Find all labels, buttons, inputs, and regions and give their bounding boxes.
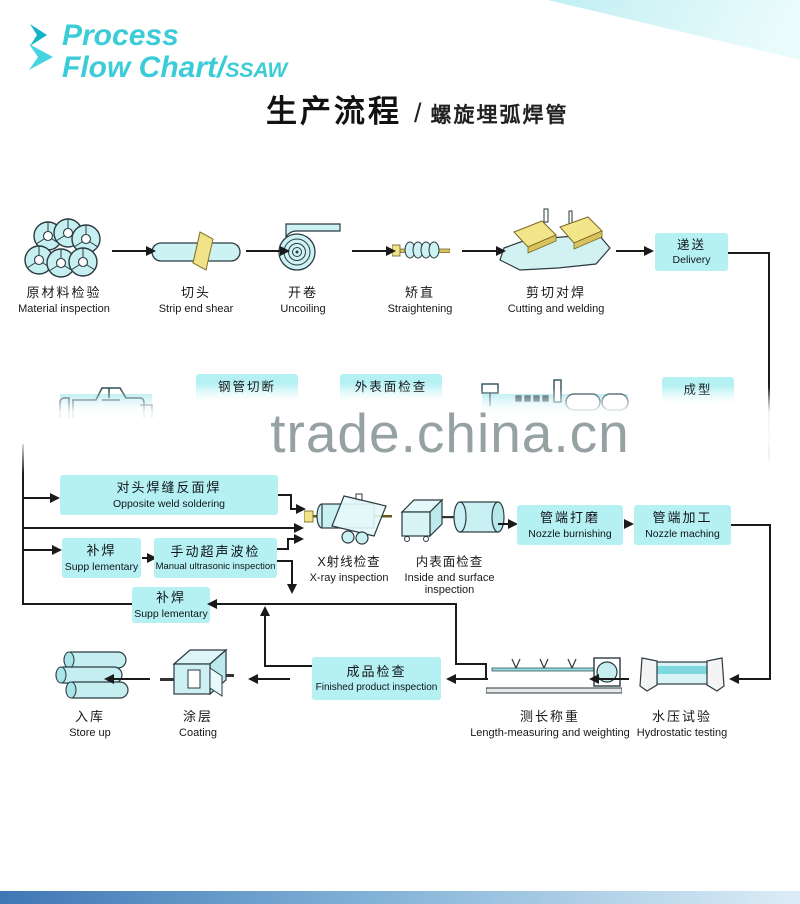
arrowhead-left [446, 674, 456, 684]
delivery-box: 递送 Delivery [655, 233, 728, 271]
arrowhead-right [496, 246, 506, 256]
station-label-xray: X射线检查 X-ray inspection [309, 555, 389, 584]
brand-title: Process Flow Chart/SSAW [62, 20, 287, 83]
rework-up-line [265, 665, 312, 667]
arrowhead-right [147, 553, 157, 563]
connector [142, 557, 149, 559]
arrowhead-left [248, 674, 258, 684]
page-subtitle-cn: 螺旋埋弧焊管 [430, 104, 569, 127]
main-line-to-xray [24, 527, 296, 529]
connector [290, 494, 292, 510]
arrowhead-left [729, 674, 739, 684]
arrowhead-right [294, 534, 304, 544]
inside-surface-machine-icon [396, 490, 506, 546]
rework-line [455, 603, 457, 665]
branch-to-supplementary [24, 549, 54, 551]
brand-suffix: SSAW [225, 58, 288, 82]
flow-arrow [462, 250, 496, 252]
rework-return-line [22, 603, 132, 605]
corner-wedge-decoration [547, 0, 800, 60]
finished-product-inspection-box: 成品检查 Finished product inspection [312, 657, 441, 700]
arrowhead-right [644, 246, 654, 256]
arrowhead-right [624, 519, 634, 529]
connector-right-drop [731, 524, 771, 526]
connector [287, 538, 296, 540]
white-fade-band [0, 388, 800, 474]
bottom-bar-decoration [0, 891, 800, 904]
arrowhead-right [146, 246, 156, 256]
left-trunk-line [22, 444, 24, 605]
connector-delivery-down [768, 252, 770, 464]
straightening-icon [392, 236, 450, 266]
coils-icon [22, 218, 110, 282]
page-title-cn: 生产流程 [266, 94, 402, 129]
flow-arrow [256, 678, 290, 680]
page-title: 生产流程 / 螺旋埋弧焊管 [266, 86, 569, 131]
flow-arrow [246, 250, 280, 252]
coating-machine-icon [160, 644, 234, 706]
connector [291, 560, 293, 586]
arrowhead-right [296, 504, 306, 514]
connector [277, 560, 293, 562]
rework-line [216, 603, 457, 605]
arrowhead-right [280, 246, 290, 256]
connector [290, 508, 298, 510]
arrowhead-right [508, 519, 518, 529]
arrowhead-right [386, 246, 396, 256]
arrowhead-left [589, 674, 599, 684]
brand-line2: Flow Chart/ [62, 50, 226, 84]
supplementary-box-2: 补焊 Supp lementary [132, 587, 210, 623]
flow-arrow [352, 250, 386, 252]
nozzle-burnishing-box: 管端打磨 Nozzle burnishing [517, 505, 623, 545]
branch-to-opposite-weld [24, 497, 52, 499]
station-label-inside-surface: 内表面检查 Inside and surface inspection [404, 555, 495, 596]
rework-line [455, 663, 487, 665]
flow-arrow [112, 250, 146, 252]
supplementary-box-1: 补焊 Supp lementary [62, 538, 141, 578]
arrowhead-up [260, 606, 270, 616]
connector [287, 538, 289, 550]
arrowhead-left [207, 599, 217, 609]
rework-up-line [264, 614, 266, 667]
watermark-text: trade.china.cn [270, 402, 630, 464]
connector-right-drop [769, 524, 771, 680]
arrowhead-right [50, 493, 60, 503]
connector [278, 494, 292, 496]
arrowhead-down [287, 584, 297, 594]
arrowhead-right [294, 523, 304, 533]
connector [277, 548, 289, 550]
connector [498, 523, 512, 525]
flow-arrow [454, 678, 488, 680]
cutting-welding-icon [498, 208, 614, 278]
manual-ultrasonic-box: 手动超声波检 Manual ultrasonic inspection [154, 538, 277, 578]
rework-line [485, 663, 487, 680]
title-slash: / [414, 98, 422, 128]
length-measuring-bench-icon [486, 648, 622, 698]
nozzle-maching-box: 管端加工 Nozzle maching [634, 505, 731, 545]
brand-line1: Process [62, 19, 179, 52]
stored-pipes-icon [50, 650, 134, 702]
opposite-weld-box: 对头焊缝反面焊 Opposite weld soldering [60, 475, 278, 515]
brand-chevron-icon [22, 22, 58, 70]
flow-arrow [616, 250, 646, 252]
connector-delivery-right [728, 252, 770, 254]
uncoiling-icon [270, 218, 344, 274]
arrowhead-right [52, 545, 62, 555]
arrowhead-left [104, 674, 114, 684]
flow-arrow [112, 678, 150, 680]
strip-end-shear-icon [150, 230, 242, 272]
flow-arrow [597, 678, 629, 680]
xray-machine-icon [304, 492, 392, 546]
hydrostatic-tester-icon [636, 650, 728, 698]
connector-right-drop [739, 678, 771, 680]
